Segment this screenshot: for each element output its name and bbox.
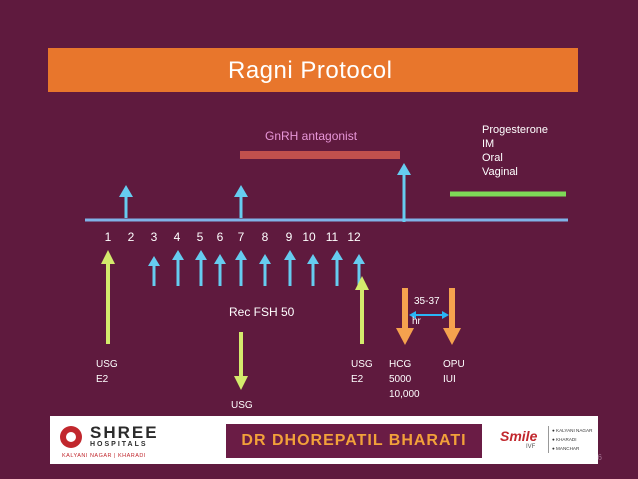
- opu-label-0: OPU: [443, 359, 465, 370]
- day-label: 7: [238, 230, 245, 244]
- smile-ivf-logo: Smile IVF ● KALYANI NAGAR ● KHARADI ● MA…: [496, 420, 594, 460]
- day-label: 10: [302, 230, 316, 244]
- fsh-arrow: [172, 250, 184, 286]
- day-label: 11: [326, 230, 339, 244]
- interval-label-0: 35-37: [414, 296, 440, 307]
- usg-day1-label-1: E2: [96, 374, 109, 385]
- doctor-banner: DR DHOREPATIL BHARATI: [226, 424, 482, 458]
- usg-arrow-day7-down: [234, 332, 248, 390]
- hcg-arrow-down: [396, 288, 414, 345]
- fsh-arrow: [284, 250, 296, 286]
- gnrh-antagonist-label: GnRH antagonist: [265, 129, 358, 143]
- slide-number: 6: [597, 453, 602, 462]
- hcg-label-2: 10,000: [389, 389, 420, 400]
- hcg-label-0: HCG: [389, 359, 411, 370]
- usg-day7-label-0: USG: [231, 400, 253, 411]
- day-label: 2: [128, 230, 135, 244]
- page-title: Ragni Protocol: [228, 57, 393, 84]
- ivf-brand: Smile: [500, 428, 538, 444]
- shree-hospitals-logo: SHREE HOSPITALS KALYANI NAGAR | KHARADI: [56, 420, 168, 460]
- day-label: 6: [217, 230, 224, 244]
- progesterone-label-1: IM: [482, 138, 494, 150]
- day-label: 8: [262, 230, 269, 244]
- hcg-arrow-up: [397, 163, 411, 222]
- ivf-locations: ● KALYANI NAGAR ● KHARADI ● MANCHAR: [548, 426, 598, 453]
- ivf-location-2: ● MANCHAR: [552, 446, 580, 451]
- day-label: 4: [174, 230, 181, 244]
- fsh-arrow: [235, 250, 247, 286]
- day-label: 5: [197, 230, 204, 244]
- day-label: 1: [105, 230, 112, 244]
- hospital-mark-icon: [60, 426, 82, 448]
- usg-day12-label-0: USG: [351, 359, 373, 370]
- fsh-arrow: [259, 254, 271, 286]
- day-label: 3: [151, 230, 158, 244]
- usg-arrow-day1: [101, 250, 115, 344]
- progesterone-label-3: Vaginal: [482, 166, 518, 178]
- interval-label-1: hr: [412, 316, 422, 327]
- fsh-arrow: [148, 256, 160, 286]
- usg-arrow-up-day7: [234, 185, 248, 218]
- progesterone-label-0: Progesterone: [482, 124, 548, 136]
- title-bar: [48, 48, 578, 92]
- usg-day12-label-1: E2: [351, 374, 364, 385]
- hcg-label-1: 5000: [389, 374, 412, 385]
- hospital-name: SHREE: [90, 423, 159, 442]
- doctor-name: DR DHOREPATIL BHARATI: [241, 432, 467, 449]
- usg-arrow-day12: [355, 276, 369, 344]
- fsh-arrow: [307, 254, 319, 286]
- usg-day1-label-0: USG: [96, 359, 118, 370]
- fsh-arrow: [195, 250, 207, 286]
- ivf-sub: IVF: [526, 444, 536, 450]
- progesterone-label-2: Oral: [482, 152, 503, 164]
- day-label: 12: [347, 230, 361, 244]
- gnrh-antagonist-bar: [240, 151, 400, 159]
- usg-arrow-up-day2: [119, 185, 133, 218]
- opu-arrow-down: [443, 288, 461, 345]
- fsh-arrows: [148, 250, 365, 286]
- interval-arrow: [409, 311, 449, 319]
- rec-fsh-label: Rec FSH 50: [229, 305, 295, 319]
- fsh-arrow: [214, 254, 226, 286]
- hospital-locations: KALYANI NAGAR | KHARADI: [62, 453, 146, 459]
- fsh-arrow: [331, 250, 343, 286]
- ivf-location-1: ● KHARADI: [552, 437, 577, 442]
- hospital-sub: HOSPITALS: [90, 441, 148, 448]
- opu-label-1: IUI: [443, 374, 456, 385]
- footer: SHREE HOSPITALS KALYANI NAGAR | KHARADI …: [50, 416, 598, 464]
- ivf-location-0: ● KALYANI NAGAR: [552, 428, 593, 433]
- day-label: 9: [286, 230, 293, 244]
